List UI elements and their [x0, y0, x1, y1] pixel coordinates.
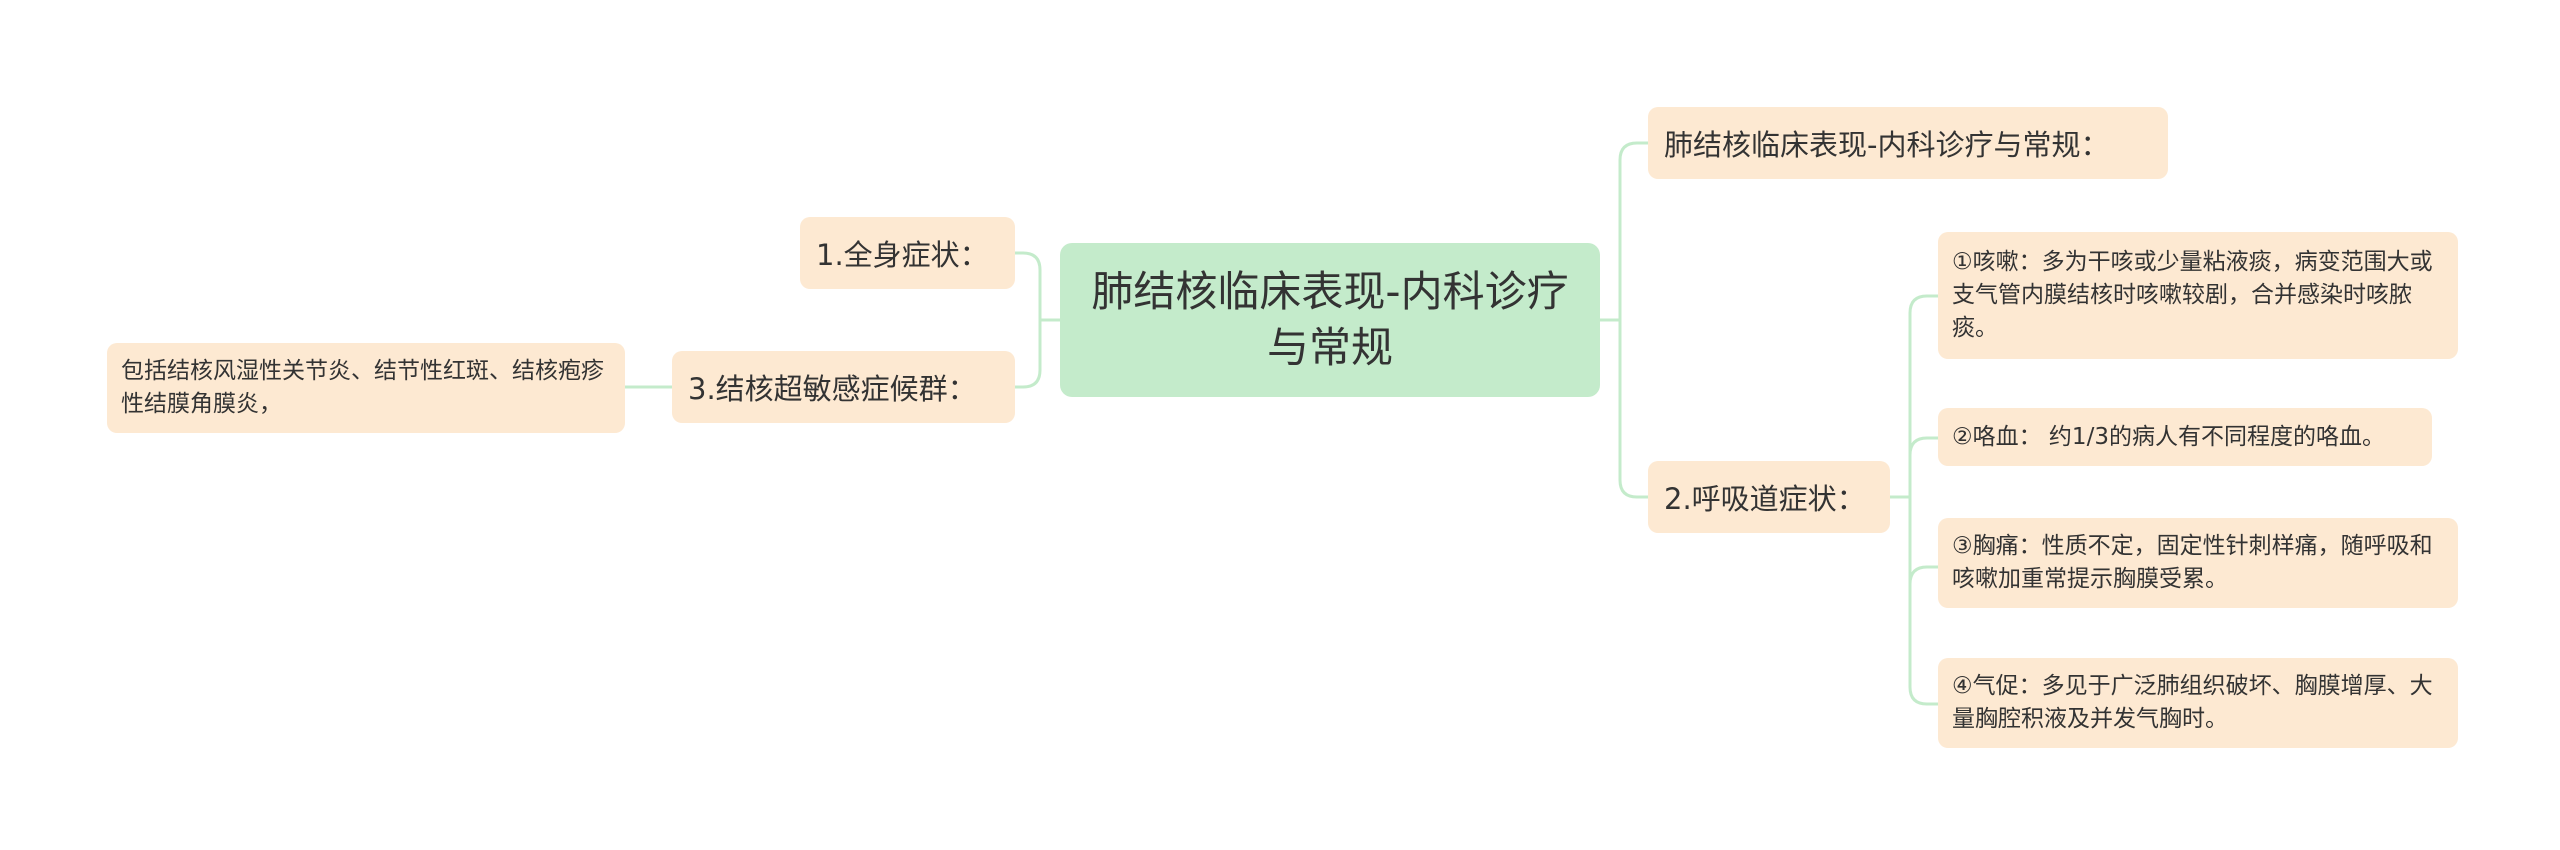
topic-title-repeat[interactable]: 肺结核临床表现-内科诊疗与常规：: [1648, 107, 2168, 179]
topic-general-symptoms-label: 1.全身症状：: [816, 238, 989, 272]
subtopic-hypersensitivity-detail[interactable]: 包括结核风湿性关节炎、结节性红斑、结核疱疹性结膜角膜炎，: [107, 343, 625, 433]
topic-title-repeat-label: 肺结核临床表现-内科诊疗与常规：: [1664, 128, 2110, 162]
topic-respiratory-symptoms-label: 2.呼吸道症状：: [1664, 482, 1866, 516]
subtopic-shortness-of-breath-label: ④气促：多见于广泛肺组织破坏、胸膜增厚、大量胸腔积液及并发气胸时。: [1952, 673, 2433, 732]
subtopic-cough[interactable]: ①咳嗽：多为干咳或少量粘液痰，病变范围大或支气管内膜结核时咳嗽较剧，合并感染时咳…: [1938, 232, 2458, 359]
root-topic[interactable]: 肺结核临床表现-内科诊疗与常规: [1060, 243, 1600, 397]
connector-respiratory-children: [1888, 294, 1940, 706]
topic-general-symptoms[interactable]: 1.全身症状：: [800, 217, 1015, 289]
subtopic-hemoptysis-label: ②咯血： 约1/3的病人有不同程度的咯血。: [1952, 423, 2385, 450]
subtopic-chest-pain-label: ③胸痛：性质不定，固定性针刺样痛，随呼吸和咳嗽加重常提示胸膜受累。: [1952, 533, 2433, 592]
topic-hypersensitivity-syndrome-label: 3.结核超敏感症候群：: [688, 372, 977, 406]
subtopic-hemoptysis[interactable]: ②咯血： 约1/3的病人有不同程度的咯血。: [1938, 408, 2432, 466]
root-topic-label: 肺结核临床表现-内科诊疗与常规: [1091, 267, 1569, 372]
connector-root-right: [1598, 141, 1650, 499]
subtopic-cough-label: ①咳嗽：多为干咳或少量粘液痰，病变范围大或支气管内膜结核时咳嗽较剧，合并感染时咳…: [1952, 249, 2433, 341]
subtopic-hypersensitivity-detail-label: 包括结核风湿性关节炎、结节性红斑、结核疱疹性结膜角膜炎，: [121, 358, 604, 417]
subtopic-shortness-of-breath[interactable]: ④气促：多见于广泛肺组织破坏、胸膜增厚、大量胸腔积液及并发气胸时。: [1938, 658, 2458, 748]
topic-hypersensitivity-syndrome[interactable]: 3.结核超敏感症候群：: [672, 351, 1015, 423]
subtopic-chest-pain[interactable]: ③胸痛：性质不定，固定性针刺样痛，随呼吸和咳嗽加重常提示胸膜受累。: [1938, 518, 2458, 608]
topic-respiratory-symptoms[interactable]: 2.呼吸道症状：: [1648, 461, 1890, 533]
connector-root-left: [1013, 251, 1062, 389]
